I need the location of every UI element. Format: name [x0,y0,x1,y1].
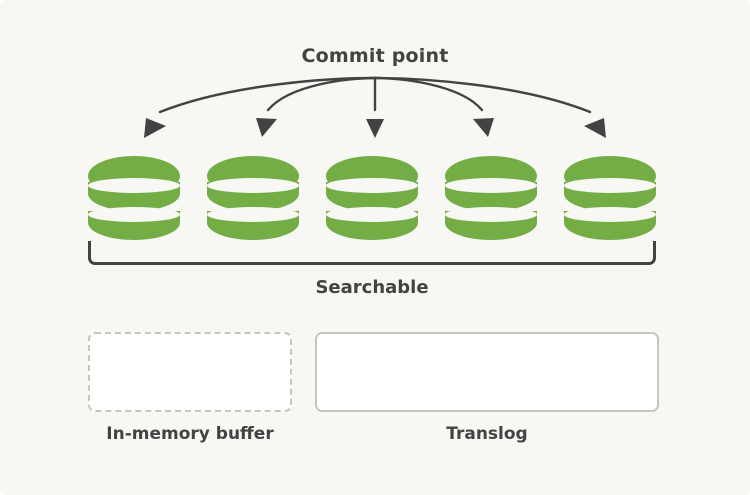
segments-row [88,156,656,242]
segment-gap-2 [445,207,537,222]
segment-cylinder-icon [88,156,180,240]
segment-gap-2 [88,207,180,222]
segment-cylinder-icon [207,156,299,240]
commit-arrow-1 [158,76,377,114]
segment-cylinder-icon [326,156,418,240]
segment-gap-2 [564,207,656,222]
translog-box [315,332,659,412]
in-memory-buffer-label: In-memory buffer [106,424,274,444]
commit-arrow-4 [373,76,484,112]
commit-point-title: Commit point [301,45,449,67]
segment-cylinder-icon [445,156,537,240]
commit-arrowhead-3 [366,119,384,138]
segment-gap-2 [326,207,418,222]
commit-arrowhead-5 [584,118,606,138]
segment-gap-2 [207,207,299,222]
commit-arrowhead-4 [473,118,494,137]
segment-gap-1 [445,178,537,193]
in-memory-buffer-box [88,332,292,412]
segment-gap-1 [564,178,656,193]
segment-gap-1 [326,178,418,193]
segment-cylinder-icon [564,156,656,240]
commit-arrow-5 [373,76,592,114]
searchable-bracket [88,241,656,265]
searchable-label: Searchable [315,277,429,298]
translog-label: Translog [446,424,528,444]
commit-arrowhead-1 [144,118,166,138]
commit-arrow-2 [266,76,377,112]
commit-arrowhead-2 [256,118,277,137]
segment-gap-1 [207,178,299,193]
segment-gap-1 [88,178,180,193]
